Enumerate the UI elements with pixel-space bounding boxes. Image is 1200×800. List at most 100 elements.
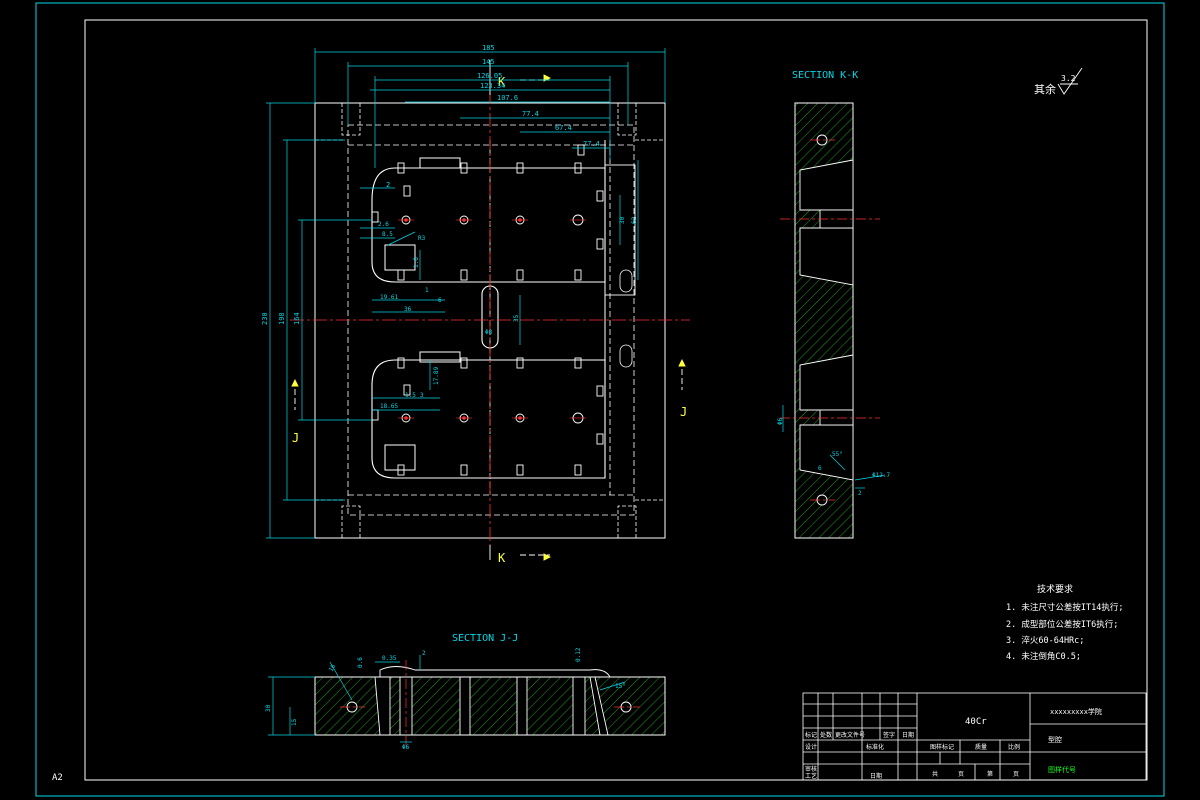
cut-label-k-top: K	[498, 75, 506, 89]
tb-h4-1: 日期	[870, 772, 882, 780]
ejector-pad	[577, 144, 585, 156]
ejector-pad	[460, 269, 468, 281]
ejector-pad	[371, 211, 379, 223]
roughness-symbol: 其余 3.2	[1034, 67, 1083, 96]
sheet-size-label: A2	[52, 773, 63, 783]
section-jj-dim-phi6: Φ6	[402, 744, 410, 751]
dim-67: 67.4	[555, 124, 572, 132]
tech-requirement-2: 2. 成型部位公差按IT6执行;	[1006, 619, 1118, 630]
lower-cavity-outline	[371, 359, 606, 479]
tb-h3-0: 审核	[805, 765, 817, 773]
dim-123: 123.34	[480, 82, 505, 90]
title-block	[802, 692, 1147, 781]
title-school: xxxxxxxxx学院	[1050, 707, 1102, 716]
dim-145: 145	[482, 58, 495, 66]
ejector-pad	[460, 162, 468, 174]
dim-1-6: 1.6	[413, 257, 420, 268]
tech-requirement-4: 4. 未注倒角C0.5;	[1006, 651, 1081, 662]
dim-phi8: Φ8	[485, 329, 493, 336]
tb-h1-0: 标记	[805, 731, 817, 739]
cut-label-j-left: J	[292, 431, 299, 445]
section-jj-title: SECTION J-J	[452, 633, 518, 644]
ejector-pad	[516, 269, 524, 281]
section-kk-title: SECTION K-K	[792, 70, 858, 81]
main-view-dimension-lines	[266, 48, 666, 539]
dim-230: 230	[261, 312, 269, 325]
section-jj-dim-0-35: 0.35	[382, 655, 397, 662]
tech-requirements: 技术要求 1. 未注尺寸公差按IT14执行; 2. 成型部位公差按IT6执行; …	[1006, 583, 1123, 662]
ejector-pad	[397, 464, 405, 476]
tb-h1-4: 日期	[902, 731, 914, 739]
tb-h1-2: 更改文件号	[835, 731, 865, 739]
dim-185: 185	[482, 44, 495, 52]
dim-164: 164	[293, 312, 301, 325]
title-drawing-no: 图样代号	[1048, 765, 1076, 774]
dim-198: 198	[278, 312, 286, 325]
section-cut-markers	[291, 60, 686, 561]
section-jj-dim-2: 2	[422, 650, 426, 657]
lower-cavity-notch	[384, 444, 416, 471]
cavity-hole-group	[398, 214, 586, 424]
dim-18-65: 18.65	[380, 403, 398, 410]
tb-mark-0: 图样标记	[930, 743, 954, 751]
section-jj-dim-deg: 15°	[615, 683, 626, 690]
ejector-pad	[596, 190, 604, 202]
upper-cavity-outline	[371, 167, 606, 283]
dim-36: 36	[404, 306, 412, 313]
cut-label-j-right: J	[680, 405, 687, 419]
upper-cavity-notch	[384, 244, 416, 271]
tb-h2-0: 设计	[805, 743, 817, 751]
tb-sheet-2: 第	[987, 770, 993, 778]
ejector-pad	[516, 162, 524, 174]
section-jj-dim-15: 15	[291, 718, 298, 726]
ejector-pad	[397, 162, 405, 174]
title-material: 40Cr	[965, 717, 987, 727]
ejector-pad	[403, 185, 411, 197]
dim-107: 107.6	[497, 94, 518, 102]
tb-sheet-0: 共	[932, 770, 938, 778]
ejector-pad	[596, 238, 604, 250]
ejector-pad	[460, 357, 468, 369]
dim-126: 126.05	[477, 72, 502, 80]
main-view-centerlines	[290, 90, 690, 555]
dim-77b: 77.4	[583, 140, 600, 148]
ejector-pad	[596, 433, 604, 445]
section-jj-view: 16 0.6 0.35 2 0.12 30 15 Φ6 15°	[265, 647, 666, 751]
tech-requirements-title: 技术要求	[1037, 583, 1073, 595]
tb-h4-0: 工艺	[805, 772, 817, 780]
section-kk-dim-c: 2	[858, 490, 862, 497]
ejector-pad	[516, 464, 524, 476]
ejector-pad	[460, 464, 468, 476]
section-kk-dim-b: Φ12.7	[872, 472, 890, 479]
section-kk-dim-a: 55°	[832, 451, 843, 458]
section-jj-dim-0-6: 0.6	[357, 657, 364, 668]
ejector-pad	[403, 384, 411, 396]
sheet-border	[35, 2, 1165, 797]
ejector-pad	[574, 269, 582, 281]
tb-h1-3: 签字	[883, 731, 895, 739]
roughness-label: 其余	[1034, 82, 1056, 96]
ejector-pad	[371, 409, 379, 421]
tb-sheet-1: 页	[958, 771, 964, 778]
title-block-texts: 40Cr xxxxxxxxx学院 型腔 图样代号 标记 处数 更改文件号 签字 …	[805, 707, 1102, 780]
dim-r3: R3	[418, 235, 426, 242]
dim-35: 35	[513, 314, 520, 322]
ejector-pad	[397, 357, 405, 369]
ejector-pad	[397, 269, 405, 281]
lower-cavity-step	[419, 351, 461, 363]
dim-3: 3	[420, 392, 424, 399]
title-part-name: 型腔	[1048, 735, 1062, 744]
section-jj-dim-16: 16	[328, 663, 338, 673]
ejector-pad	[516, 357, 524, 369]
tb-h2-1: 标准化	[866, 743, 884, 751]
dim-1-5: 1.5	[405, 392, 416, 399]
dim-1: 1	[425, 287, 429, 294]
upper-cavity-step	[419, 157, 461, 169]
tech-requirement-1: 1. 未注尺寸公差按IT14执行;	[1006, 602, 1123, 613]
ejector-pad	[574, 464, 582, 476]
section-jj-dim-30: 30	[265, 704, 272, 712]
tb-mark-2: 比例	[1008, 743, 1020, 751]
section-jj-dim-0-12: 0.12	[575, 647, 582, 662]
roughness-value: 3.2	[1061, 74, 1076, 83]
